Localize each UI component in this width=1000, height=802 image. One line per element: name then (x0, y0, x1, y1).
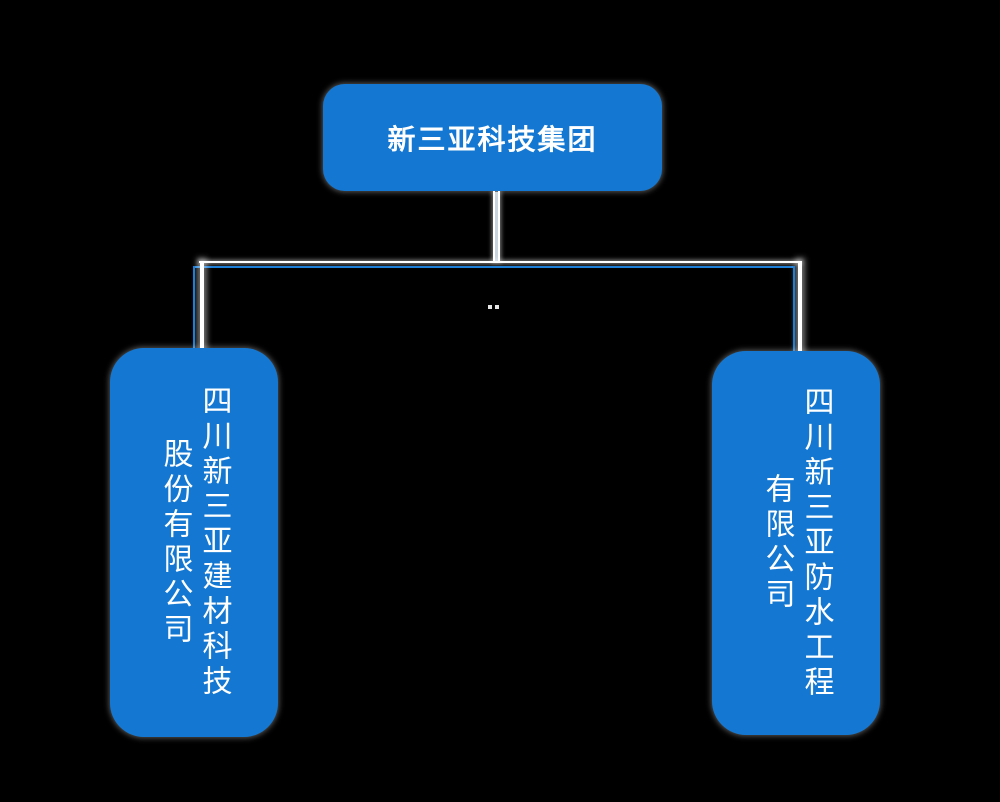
connector-horizontal-white (199, 261, 801, 263)
org-node-child-building-materials[interactable]: 股份有限公司 四川新三亚建材科技 (110, 348, 278, 737)
connector-right-drop-blue (793, 266, 795, 351)
org-node-label-line2: 有限公司 (759, 473, 795, 613)
org-node-label-line1: 四川新三亚防水工程 (798, 385, 834, 701)
connector-left-drop-white (200, 261, 204, 348)
connector-root-stem-right-line (498, 191, 500, 262)
org-node-root-label: 新三亚科技集团 (387, 122, 598, 156)
connector-right-drop-white (798, 261, 802, 351)
connector-horizontal-blue (193, 266, 795, 268)
org-node-label-line2: 股份有限公司 (157, 437, 193, 648)
connector-root-stem-tint (493, 192, 500, 262)
connector-root-stem-left-line (493, 191, 495, 262)
org-node-child-waterproofing[interactable]: 有限公司 四川新三亚防水工程 (712, 351, 880, 735)
org-node-label-line1: 四川新三亚建材科技 (196, 385, 232, 700)
org-node-root[interactable]: 新三亚科技集团 (323, 84, 662, 191)
artifact-dot (488, 305, 492, 309)
connector-left-drop-blue (193, 266, 195, 348)
artifact-dot (495, 305, 499, 309)
